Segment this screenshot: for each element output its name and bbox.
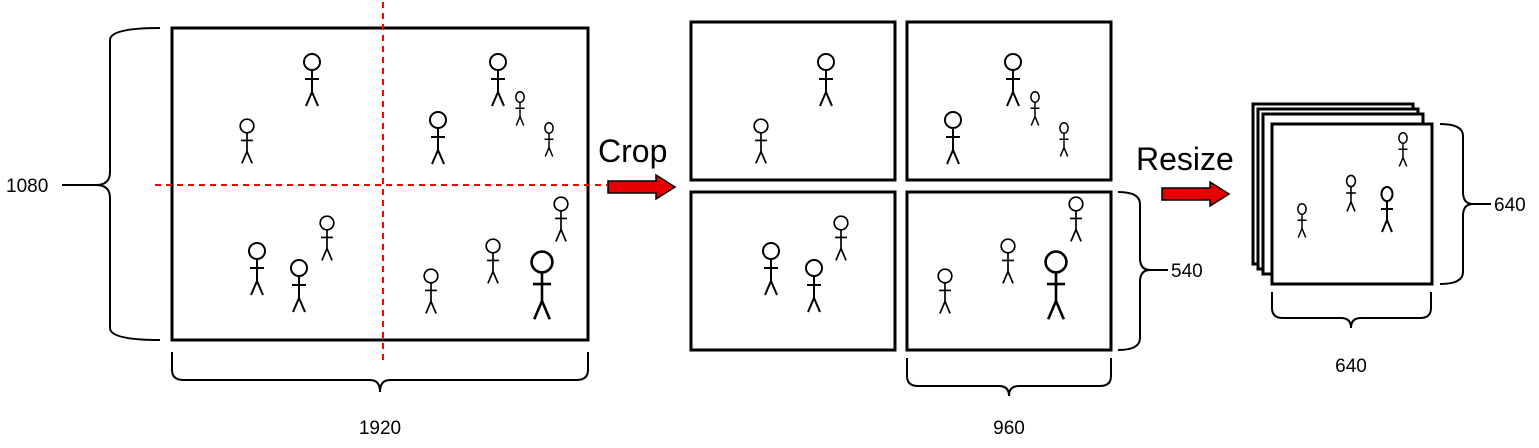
curly-brace-icon: [171, 352, 589, 393]
crop-step: Crop: [598, 133, 677, 201]
original-height-label: 1080: [6, 176, 48, 197]
crop-tile-top-left: [689, 20, 897, 182]
crop-tiles: 540 960: [689, 20, 1203, 439]
resized-stack: 640 640: [1251, 102, 1526, 377]
crop-tile-bottom-right: [905, 190, 1113, 352]
original-width-label: 1920: [359, 418, 401, 439]
tile-height-label: 540: [1171, 261, 1203, 282]
tile-width-label: 960: [993, 418, 1025, 439]
resize-label: Resize: [1136, 141, 1234, 177]
curly-brace-icon: [1271, 292, 1432, 329]
curly-brace-icon: [1117, 191, 1151, 351]
output-height-label: 640: [1494, 195, 1526, 216]
curly-brace-icon: [1439, 123, 1474, 285]
original-frame-group: 1080 1920: [6, 2, 607, 439]
resize-step: Resize: [1136, 141, 1234, 208]
curly-brace-icon: [95, 27, 161, 341]
right-arrow-icon: [607, 173, 677, 201]
crop-tile-bottom-left: [689, 190, 897, 352]
curly-brace-icon: [906, 358, 1112, 397]
right-arrow-icon: [1161, 180, 1231, 208]
output-width-label: 640: [1335, 356, 1367, 377]
crop-label: Crop: [598, 133, 667, 169]
